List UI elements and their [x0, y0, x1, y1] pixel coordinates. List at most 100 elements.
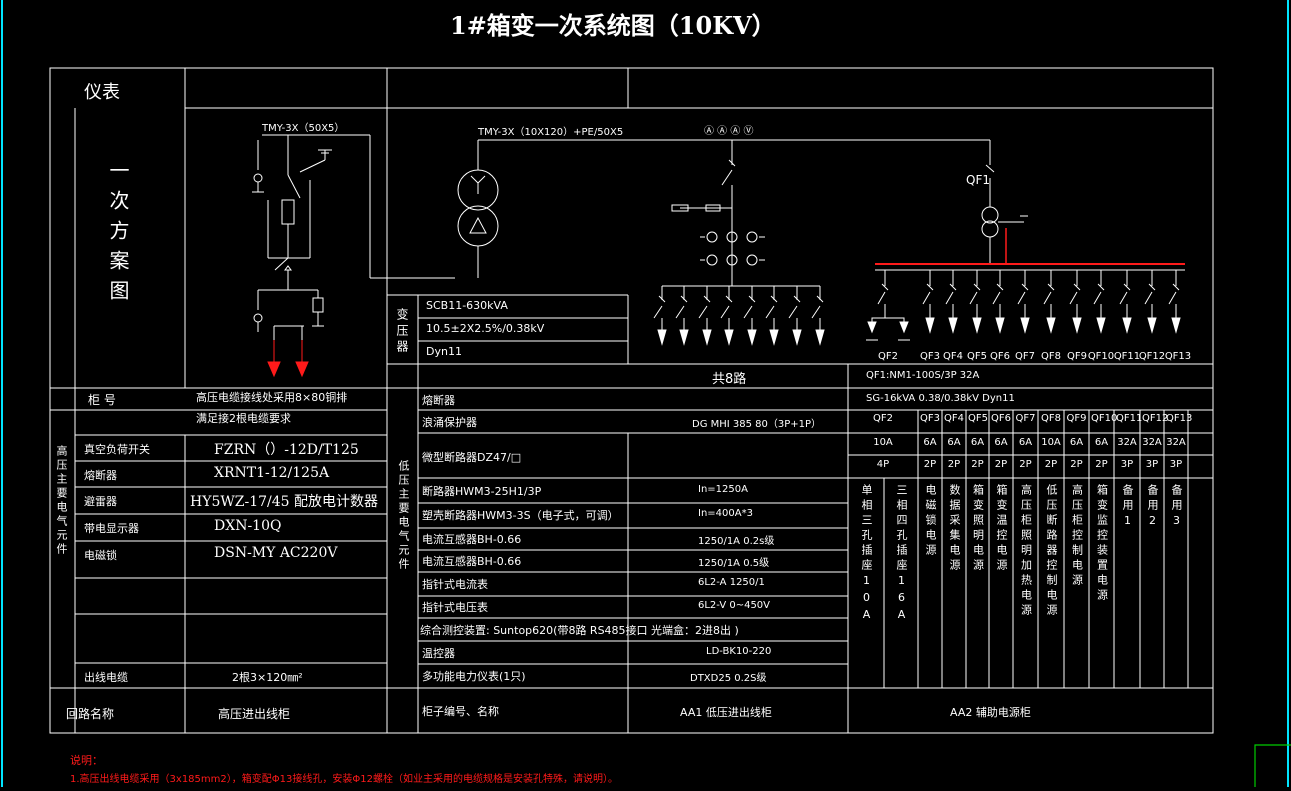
fuse-label: 熔断器 [422, 394, 455, 407]
lv-feeder-arrow [724, 329, 734, 346]
qf-use: 备用3 [1170, 484, 1183, 531]
qf-cell-poles: 3P [1169, 459, 1183, 470]
lv-feeder-arrow [792, 329, 802, 346]
hv-circuit [252, 134, 455, 360]
lv-row-value: In=1250A [698, 484, 748, 495]
qf-use: 备用1 [1121, 484, 1134, 531]
cabinet-label: 柜子编号、名称 [422, 705, 499, 718]
lv-row-name: 断路器HWM3-25H1/3P [422, 485, 542, 498]
lv-row-name: 塑壳断路器HWM3-3S（电子式，可调） [422, 509, 619, 522]
aux-supply [981, 140, 1028, 264]
aa1-label: AA1 低压进出线柜 [680, 706, 772, 719]
qf-cell-columns: QF8 [1041, 413, 1061, 424]
lv-feeder-arrow [815, 329, 825, 346]
aux-feeder-arrow [1096, 317, 1106, 334]
hv-cable-arrows [267, 340, 309, 378]
qf-cell-columns: QF2 [873, 413, 893, 424]
lv-row-name: 指针式电压表 [422, 601, 488, 614]
mcb-label: 微型断路器DZ47/□ [422, 451, 522, 464]
qf-diagram-label: QF9 [1067, 351, 1087, 362]
aux-feeder-arrow [1147, 317, 1157, 334]
surge-label: 浪涌保护器 [422, 416, 477, 429]
qf-diagram-label: QF8 [1041, 351, 1061, 362]
cable-value: 2根3×120㎜² [232, 671, 303, 684]
cabinet-no-note-1: 高压电缆接线处采用8×80铜排 [196, 391, 348, 404]
qf1-label: QF1 [966, 173, 990, 187]
qf-cell-poles: 2P [923, 459, 937, 470]
lv-feeders [653, 286, 825, 346]
hv-row-name: 避雷器 [84, 495, 117, 508]
aux-feeder-switch [922, 270, 934, 318]
aux-feeder-switch [1093, 270, 1105, 318]
qf-cell-currents: 32A [1117, 437, 1137, 448]
table-grid [49, 67, 1214, 734]
lv-feeder-arrow [769, 329, 779, 346]
surge-value: DG MHI 385 80（3P+1P） [692, 419, 822, 430]
notes-line1: 1.高压出线电缆采用（3x185mm2），箱变配Φ13接线孔，安装Φ12螺栓（如… [70, 774, 618, 785]
aux-feeder-arrow [1122, 317, 1132, 334]
lv-feeder-arrow [702, 329, 712, 346]
multimeter-value: DTXD25 0.2S级 [690, 673, 767, 684]
transformer-symbol [457, 139, 712, 278]
qf-use: 箱变温控电源 [995, 484, 1008, 574]
aux-feeder-switch [1119, 270, 1131, 318]
hv-row-name: 电磁锁 [84, 549, 117, 562]
aux-feeder-switch [1043, 270, 1055, 318]
qf-diagram-label: QF3 [920, 351, 940, 362]
lv-row-name: 电流互感器BH-0.66 [422, 555, 522, 568]
qf-cell-columns: QF4 [944, 413, 964, 424]
qf-cell-poles: 2P [1070, 459, 1083, 470]
aux-feeder-switch [1017, 270, 1029, 318]
lv-feeder-arrow [679, 329, 689, 346]
qf-cell-currents: 10A [873, 437, 893, 448]
lv-row-name: 电流互感器BH-0.66 [422, 533, 522, 546]
lv-row-value: In=400A*3 [698, 508, 753, 519]
qf-cell-poles: 2P [1019, 459, 1032, 470]
qf-cell-currents: 32A [1142, 437, 1162, 448]
qf-diagram-label: QF11 [1114, 351, 1140, 362]
qf-cell-currents: 6A [1069, 437, 1084, 448]
qf-use: 三相四孔插座16A [895, 484, 908, 625]
qf-cell-columns: QF7 [1015, 413, 1036, 424]
lv-feeder-switch [653, 286, 666, 330]
lv-row-value: 6L2-A 1250/1 [698, 577, 765, 588]
qf-diagram-label: QF10 [1088, 351, 1114, 362]
lv-row-value: 1250/1A 0.5级 [698, 558, 770, 569]
lv-feeder-switch [675, 286, 688, 330]
qf-cell-columns: QF10 [1091, 413, 1118, 424]
qf-cell-currents: 10A [1041, 437, 1061, 448]
circuits-total: 共8路 [712, 372, 747, 387]
lv-incomer [662, 139, 990, 287]
circuit-name-value: 高压进出线柜 [218, 707, 291, 721]
aux-feeder-arrow [1072, 317, 1082, 334]
aux-feeder-arrow [948, 317, 958, 334]
multimeter-label: 多功能电力仪表(1只) [422, 670, 526, 683]
qf-use: 箱变监控装置电源 [1095, 484, 1109, 604]
busbar-lv-label: TMY-3X（10X120）+PE/50X5 [478, 127, 624, 138]
lv-row-name: 指针式电流表 [422, 578, 488, 591]
ammeters-label: Ⓐ Ⓐ Ⓐ Ⓥ [704, 126, 754, 137]
temp-label: 温控器 [422, 647, 455, 660]
qf-diagram-label: QF6 [990, 351, 1010, 362]
socket-symbol [866, 317, 910, 341]
qf-cell-columns: QF5 [968, 413, 988, 424]
socket-arrow [867, 321, 877, 334]
qf-cell-poles: 2P [947, 459, 961, 470]
qf-cell-columns: QF13 [1166, 413, 1193, 424]
qf-cell-poles: 4P [876, 459, 890, 470]
qf-diagram-label: QF5 [967, 351, 987, 362]
qf-use: 单相三孔插座10A [860, 484, 873, 625]
cabinet-no-note-2: 满足接2根电缆要求 [196, 412, 291, 425]
lv-elements-label: 低压主要电气元件 [397, 460, 410, 572]
qf-use: 电磁锁电源 [924, 484, 937, 559]
qf-diagram-label: QF12 [1139, 351, 1165, 362]
lv-feeder-switch [811, 286, 824, 330]
qf-diagram-label: QF7 [1015, 351, 1035, 362]
qf-cell-poles: 2P [994, 459, 1008, 470]
meter-header: 仪表 [84, 82, 120, 103]
main-elements-label: 高压主要电气元件 [55, 445, 68, 557]
qf-cell-columns: QF11 [1116, 413, 1143, 424]
aux-feeder-arrow [1020, 317, 1030, 334]
